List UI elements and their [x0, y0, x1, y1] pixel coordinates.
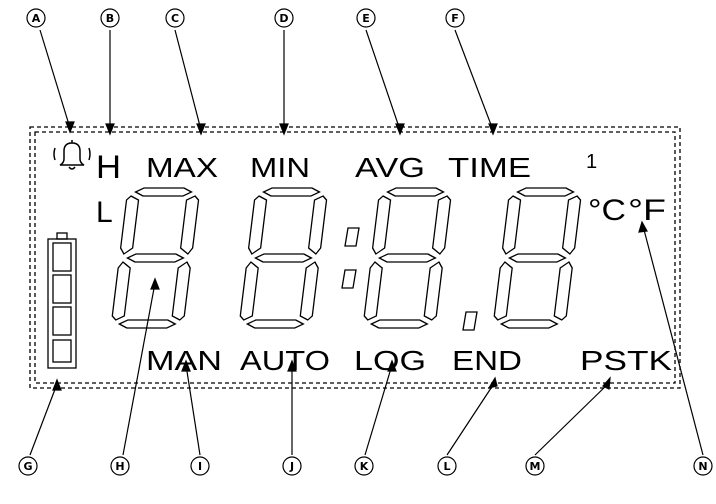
end-label: END [452, 345, 522, 376]
segment [371, 195, 392, 255]
celsius-label: °C [588, 194, 626, 227]
segment [239, 261, 259, 321]
callout-f: F [445, 8, 465, 28]
segment [245, 319, 305, 329]
min-label: MIN [250, 152, 310, 183]
segment [369, 319, 429, 329]
segment [493, 261, 513, 321]
digit-3 [363, 187, 452, 329]
alarm-bell-icon [53, 140, 91, 170]
callout-e: E [356, 8, 376, 28]
segment [507, 253, 567, 263]
max-label: MAX [146, 152, 218, 183]
segment [431, 195, 452, 255]
segment [363, 261, 383, 321]
callout-k: K [354, 456, 374, 476]
segment [307, 195, 328, 255]
segment [247, 195, 268, 255]
callout-j-label: J [289, 460, 294, 473]
callout-n: N [693, 456, 713, 476]
callout-n-label: N [698, 460, 707, 473]
segment [179, 195, 200, 255]
top-labels: H MAX MIN AVG TIME 1 L [96, 149, 597, 229]
log-label: LOG [354, 345, 426, 376]
callout-i-label: I [198, 460, 202, 473]
callout-c-label: C [171, 12, 179, 25]
time-label: TIME [448, 152, 531, 183]
callout-i: I [190, 456, 210, 476]
callout-l: L [437, 456, 457, 476]
callout-e-label: E [362, 12, 370, 25]
segment [377, 253, 437, 263]
segment [134, 187, 193, 197]
segment [171, 261, 191, 321]
callout-letters-bottom: G H I J K L M N [18, 456, 713, 476]
callout-g: G [18, 456, 38, 476]
avg-label: AVG [355, 152, 425, 183]
callout-c: C [165, 8, 185, 28]
segment [119, 195, 140, 255]
decimal-point-segment [462, 311, 478, 331]
battery-icon [47, 232, 77, 369]
segment [386, 187, 445, 197]
seven-segment-digits [111, 187, 582, 329]
callout-letters-top: A B C D E F [26, 8, 465, 28]
callout-h-label: H [115, 460, 124, 473]
segment [423, 261, 443, 321]
segment [299, 261, 319, 321]
segment [262, 187, 321, 197]
digit-2 [239, 187, 328, 329]
callout-a: A [26, 8, 46, 28]
colon-segments [341, 227, 360, 289]
segment [125, 253, 185, 263]
callout-k-label: K [360, 460, 369, 473]
lcd-frame [29, 126, 681, 389]
callout-l-label: L [443, 460, 450, 473]
callout-m-label: M [530, 460, 541, 473]
callout-leaders [29, 29, 704, 456]
callout-j: J [282, 456, 302, 476]
callout-b: B [100, 8, 120, 28]
unit-labels: °C °F [588, 194, 666, 227]
man-label: MAN [146, 345, 222, 376]
callout-d-label: D [279, 12, 288, 25]
bottom-labels: MAN AUTO LOG END PSTK [146, 345, 672, 376]
channel-number: 1 [586, 151, 597, 173]
callout-g-label: G [23, 460, 32, 473]
callout-b-label: B [106, 12, 114, 25]
callout-a-label: A [32, 12, 41, 25]
callout-f-label: F [451, 12, 459, 25]
segment [516, 187, 575, 197]
segment [253, 253, 313, 263]
segment [117, 319, 177, 329]
digit-1 [111, 187, 200, 329]
segment [499, 319, 559, 329]
fahrenheit-label: °F [628, 194, 666, 227]
segment [561, 195, 582, 255]
colon-upper-dot [344, 227, 360, 247]
pstk-label: PSTK [580, 345, 672, 376]
l-indicator: L [96, 196, 113, 229]
colon-lower-dot [341, 269, 357, 289]
segment [111, 261, 131, 321]
callout-m: M [525, 456, 545, 476]
digit-4 [493, 187, 582, 329]
callout-d: D [274, 8, 294, 28]
segment [553, 261, 573, 321]
auto-label: AUTO [240, 345, 330, 376]
segment [501, 195, 522, 255]
h-indicator: H [96, 149, 121, 185]
callout-h: H [110, 456, 130, 476]
